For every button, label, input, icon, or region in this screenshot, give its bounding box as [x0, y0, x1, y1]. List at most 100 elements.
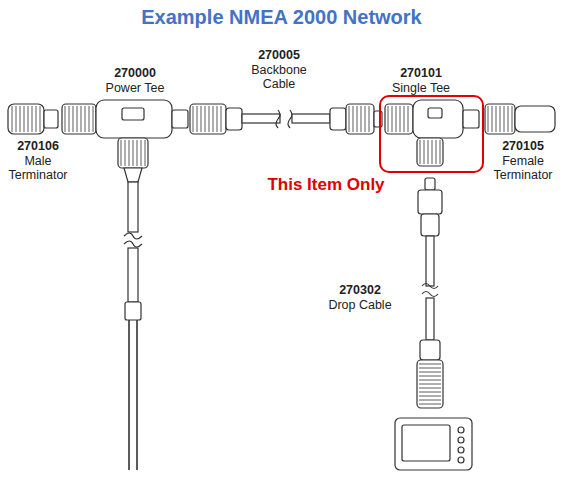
- single-tee: [428, 140, 429, 164]
- drop-cable: [418, 190, 442, 214]
- backbone-cable: [201, 106, 202, 132]
- drop-cable: [417, 360, 443, 408]
- power-tee: [62, 104, 96, 134]
- single-tee: [380, 96, 483, 172]
- power-tee: [129, 320, 137, 470]
- drop-cable: [426, 236, 434, 286]
- female-terminator: [512, 106, 513, 132]
- power-tee: [128, 182, 138, 232]
- power-tee: [96, 100, 172, 138]
- single-tee: [413, 100, 463, 138]
- display-device: [458, 427, 464, 433]
- backbone-cable: [221, 106, 222, 132]
- drop-cable: [417, 178, 443, 408]
- male-terminator: [8, 104, 58, 134]
- single-tee: [408, 106, 409, 132]
- drop-cable: [419, 388, 441, 389]
- female-terminator: [496, 106, 497, 132]
- power-tee: [118, 138, 148, 168]
- single-tee: [400, 106, 401, 132]
- power-tee: [89, 106, 90, 132]
- backbone-cable: [193, 106, 194, 132]
- power-tee: [122, 108, 144, 120]
- part-number: 270105: [502, 139, 544, 153]
- part-name: Power Tee: [106, 81, 165, 95]
- male-terminator: [36, 106, 37, 132]
- female-terminator: [508, 106, 509, 132]
- female-terminator: [500, 106, 501, 132]
- backbone-cable: [190, 104, 226, 134]
- single-tee: [428, 108, 442, 118]
- display-device: [458, 437, 464, 443]
- power-tee: [121, 140, 122, 166]
- male-terminator: [40, 106, 41, 132]
- part-name: Male Terminator: [3, 154, 73, 182]
- part-number: 270005: [258, 48, 300, 62]
- display-device: [458, 457, 464, 463]
- backbone-cable: [205, 106, 206, 132]
- female-terminator: [488, 106, 489, 132]
- part-name: Backbone Cable: [248, 63, 310, 91]
- drop-cable: [419, 400, 441, 401]
- male-terminator: [12, 106, 40, 132]
- display-device: [395, 418, 472, 470]
- callout-note: This Item Only: [267, 175, 384, 194]
- drop-cable: [419, 392, 441, 393]
- power-tee: [81, 106, 82, 132]
- backbone-cable: [213, 106, 214, 132]
- diagram-title: Example NMEA 2000 Network: [0, 6, 563, 29]
- single-tee: [424, 140, 425, 164]
- male-terminator: [32, 106, 33, 132]
- part-number: 270101: [400, 66, 442, 80]
- power-tee: [172, 110, 188, 128]
- drop-cable: [419, 368, 441, 369]
- drop-cable: [419, 364, 441, 365]
- single-tee: [420, 140, 421, 164]
- drop-cable: [422, 284, 438, 297]
- male-terminator: [20, 106, 21, 132]
- drop-cable: [425, 178, 435, 190]
- part-name: Drop Cable: [328, 298, 391, 312]
- power-tee: [77, 106, 78, 132]
- male-terminator: [12, 106, 13, 132]
- backbone-cable: [346, 104, 374, 134]
- drop-cable: [419, 376, 441, 377]
- backbone-cable: [217, 106, 218, 132]
- backbone-cable: [209, 106, 210, 132]
- power-tee: [129, 140, 130, 166]
- female-terminator: [492, 106, 493, 132]
- single-tee: [420, 140, 440, 164]
- backbone-cable: [197, 106, 198, 132]
- backbone-cable: [242, 114, 280, 123]
- female-terminator: [488, 106, 512, 132]
- single-tee: [396, 106, 397, 132]
- power-tee: [121, 140, 145, 166]
- backbone-cable: [292, 114, 330, 123]
- male-terminator: [28, 106, 29, 132]
- power-tee: [85, 106, 86, 132]
- single-tee: [388, 106, 408, 132]
- backbone-cable: [361, 106, 362, 132]
- backbone-cable: [330, 108, 346, 130]
- part-number: 270106: [17, 139, 59, 153]
- single-tee: [432, 140, 433, 164]
- single-tee: [388, 106, 389, 132]
- female-terminator: [485, 104, 555, 134]
- backbone-cable: [353, 106, 354, 132]
- power-tee: [124, 168, 142, 182]
- male-terminator: [8, 104, 44, 134]
- drop-cable: [419, 396, 441, 397]
- female-terminator: [515, 106, 555, 132]
- display-device: [395, 418, 472, 470]
- drop-cable: [426, 298, 434, 340]
- power-tee: [145, 140, 146, 166]
- power-tee: [124, 233, 142, 247]
- power-tee: [73, 106, 74, 132]
- power-tee: [128, 248, 138, 302]
- single-tee: [385, 104, 413, 134]
- backbone-cable: [190, 104, 382, 134]
- part-number: 270000: [114, 66, 156, 80]
- backbone-cable: [349, 106, 350, 132]
- drop-cable: [419, 404, 441, 405]
- drop-cable: [419, 364, 441, 404]
